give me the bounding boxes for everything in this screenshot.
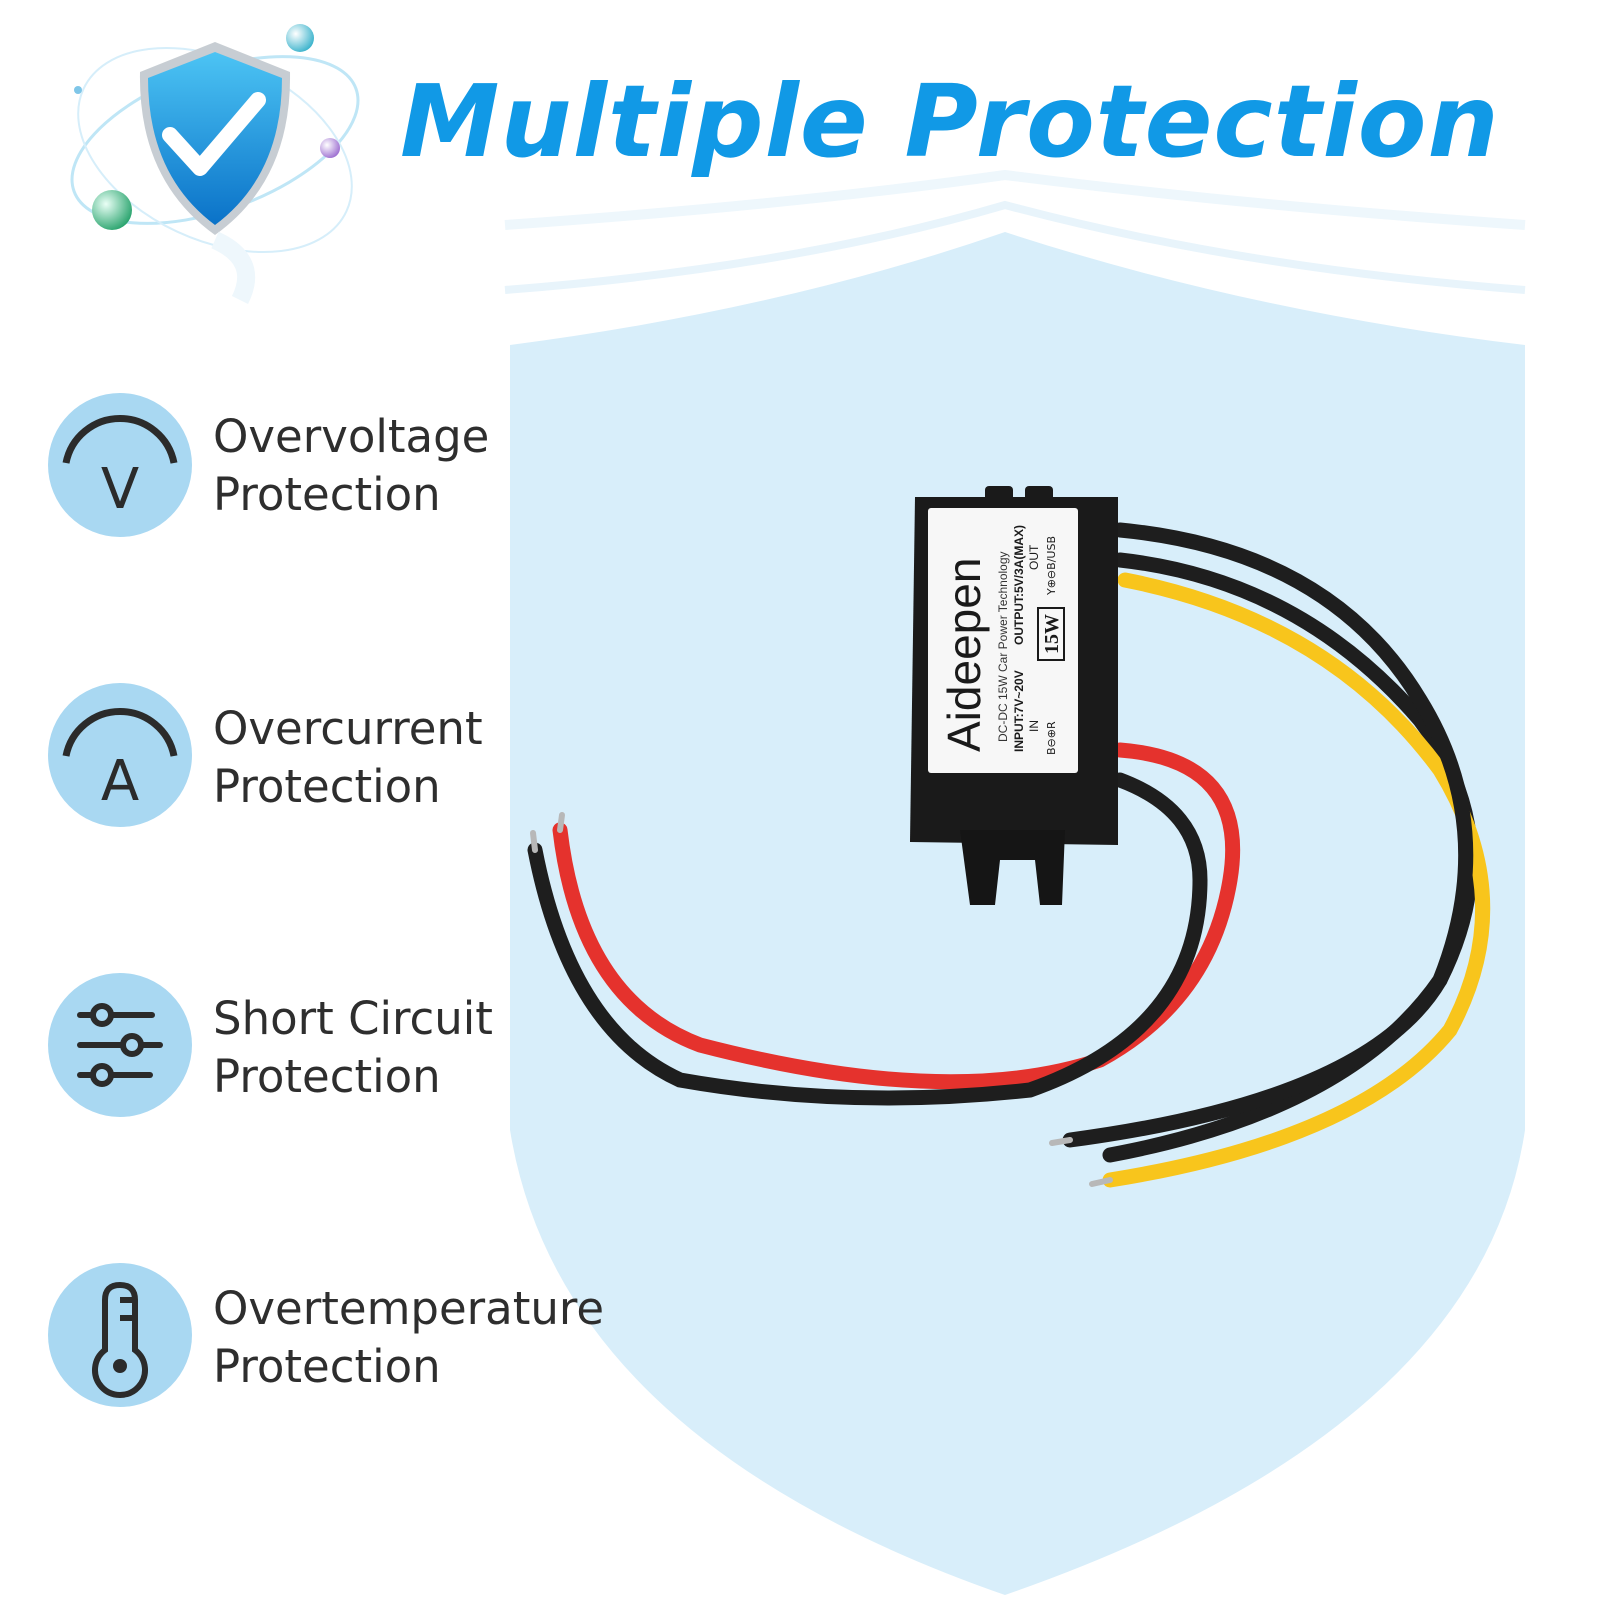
feature-overvoltage: Overvoltage Protection: [213, 408, 603, 524]
feature-line2: Protection: [213, 1340, 441, 1393]
feature-line2: Protection: [213, 760, 441, 813]
feature-short-circuit: Short Circuit Protection: [213, 990, 603, 1106]
output-spec: OUTPUT:5V/3A(MAX): [1012, 525, 1026, 645]
feature-line1: Overvoltage: [213, 410, 490, 463]
input-spec: INPUT:7V~20V: [1012, 670, 1026, 752]
output-wires: [1049, 522, 1491, 1188]
in-pins: B⊖⊕R: [1045, 721, 1058, 755]
feature-line1: Overtemperature: [213, 1282, 605, 1335]
out-pins: Y⊕⊖B/USB: [1045, 536, 1058, 596]
input-wires: [527, 742, 1241, 1106]
shield-check-icon: [70, 24, 360, 305]
feature-line1: Overcurrent: [213, 702, 483, 755]
feature-icons: V A: [48, 393, 192, 1407]
feature-overtemperature: Overtemperature Protection: [213, 1280, 605, 1396]
spec-line: DC-DC 15W Car Power Technology: [996, 551, 1010, 742]
page-title: Multiple Protection: [400, 63, 1500, 180]
product-label: Aideepen DC-DC 15W Car Power Technology …: [938, 525, 1065, 755]
voltmeter-symbol: V: [101, 457, 139, 522]
ammeter-symbol: A: [101, 749, 139, 814]
thermometer-icon: [48, 1263, 192, 1407]
feature-line1: Short Circuit: [213, 992, 493, 1045]
in-label: IN: [1027, 720, 1041, 732]
brand-text: Aideepen: [938, 558, 990, 752]
feature-overcurrent: Overcurrent Protection: [213, 700, 603, 816]
ammeter-icon: A: [48, 683, 192, 827]
out-label: OUT: [1027, 544, 1041, 570]
converter-box: [910, 486, 1118, 905]
feature-line2: Protection: [213, 468, 441, 521]
feature-line2: Protection: [213, 1050, 441, 1103]
power-badge: 15W: [1041, 614, 1063, 654]
sliders-icon: [48, 973, 192, 1117]
voltmeter-icon: V: [48, 393, 192, 537]
